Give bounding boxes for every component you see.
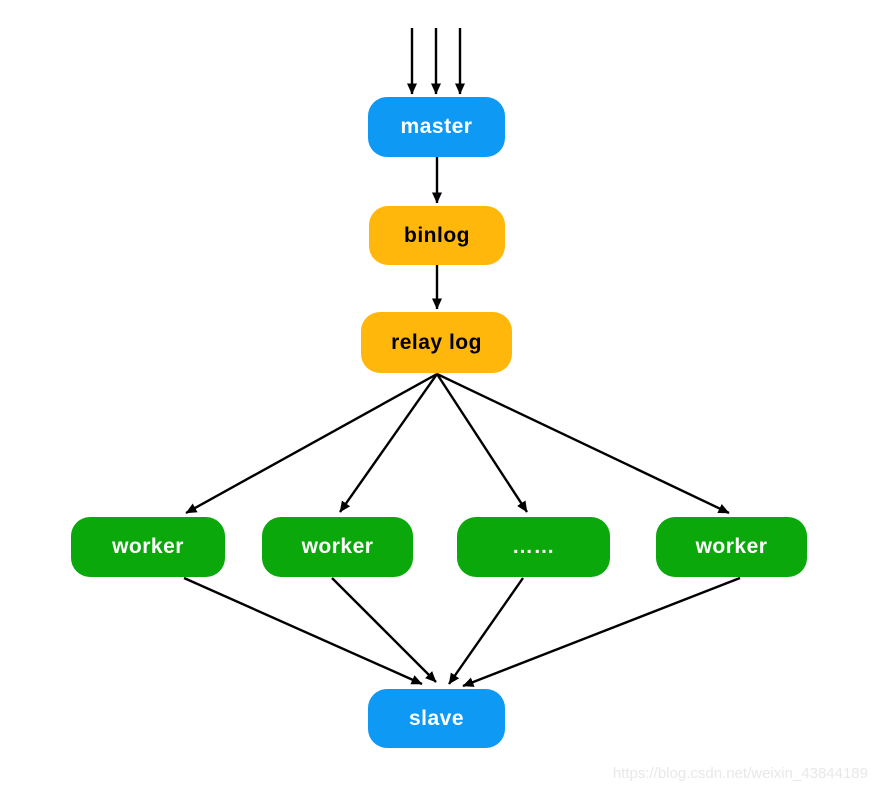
edge-relaylog-worker3 [435, 373, 529, 513]
edge-worker1-slave [183, 576, 423, 686]
node-worker-1: worker [71, 517, 225, 577]
node-relay-log-label: relay log [391, 330, 482, 354]
node-binlog-label: binlog [404, 223, 470, 247]
node-worker-4-label: worker [695, 535, 768, 558]
node-worker-ellipsis: …… [457, 517, 610, 577]
node-worker-4: worker [656, 517, 807, 577]
edge-relaylog-worker4 [436, 372, 730, 515]
node-relay-log: relay log [361, 312, 512, 373]
node-worker-2-label: worker [301, 535, 374, 558]
node-master-label: master [400, 115, 473, 138]
edge-worker4-slave [462, 576, 741, 688]
node-slave: slave [368, 689, 505, 748]
edge-relaylog-worker1 [185, 372, 438, 515]
edge-relaylog-worker2 [339, 373, 438, 513]
node-master: master [368, 97, 505, 157]
edge-worker3-slave [448, 577, 524, 685]
watermark: https://blog.csdn.net/weixin_43844189 [612, 765, 868, 782]
node-worker-1-label: worker [112, 535, 184, 558]
edge-worker2-slave [331, 577, 437, 683]
node-binlog: binlog [369, 206, 505, 265]
node-slave-label: slave [408, 706, 465, 730]
node-worker-2: worker [262, 517, 413, 577]
node-worker-ellipsis-label: …… [512, 535, 555, 558]
